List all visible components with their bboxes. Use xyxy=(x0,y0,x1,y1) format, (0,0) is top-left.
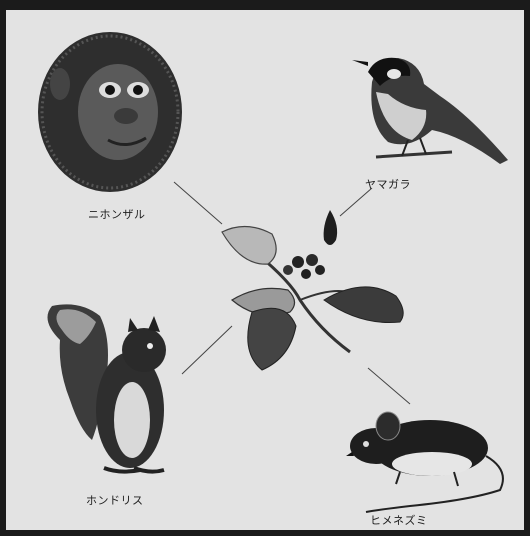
squirrel-icon xyxy=(48,304,167,471)
label-mouse: ヒメネズミ xyxy=(370,512,428,528)
label-squirrel: ホンドリス xyxy=(86,492,144,508)
label-tit: ヤマガラ xyxy=(365,176,411,192)
tit-bird-icon xyxy=(352,58,508,164)
label-monkey: ニホンザル xyxy=(88,206,146,222)
mouse-icon xyxy=(346,412,503,512)
monkey-icon xyxy=(38,32,182,192)
connector-monkey xyxy=(174,182,222,224)
connector-squirrel xyxy=(182,326,232,374)
seed-icon xyxy=(324,210,338,245)
connector-tit xyxy=(340,188,372,216)
connector-mouse xyxy=(368,368,410,404)
leafy-branch-icon xyxy=(222,226,403,370)
